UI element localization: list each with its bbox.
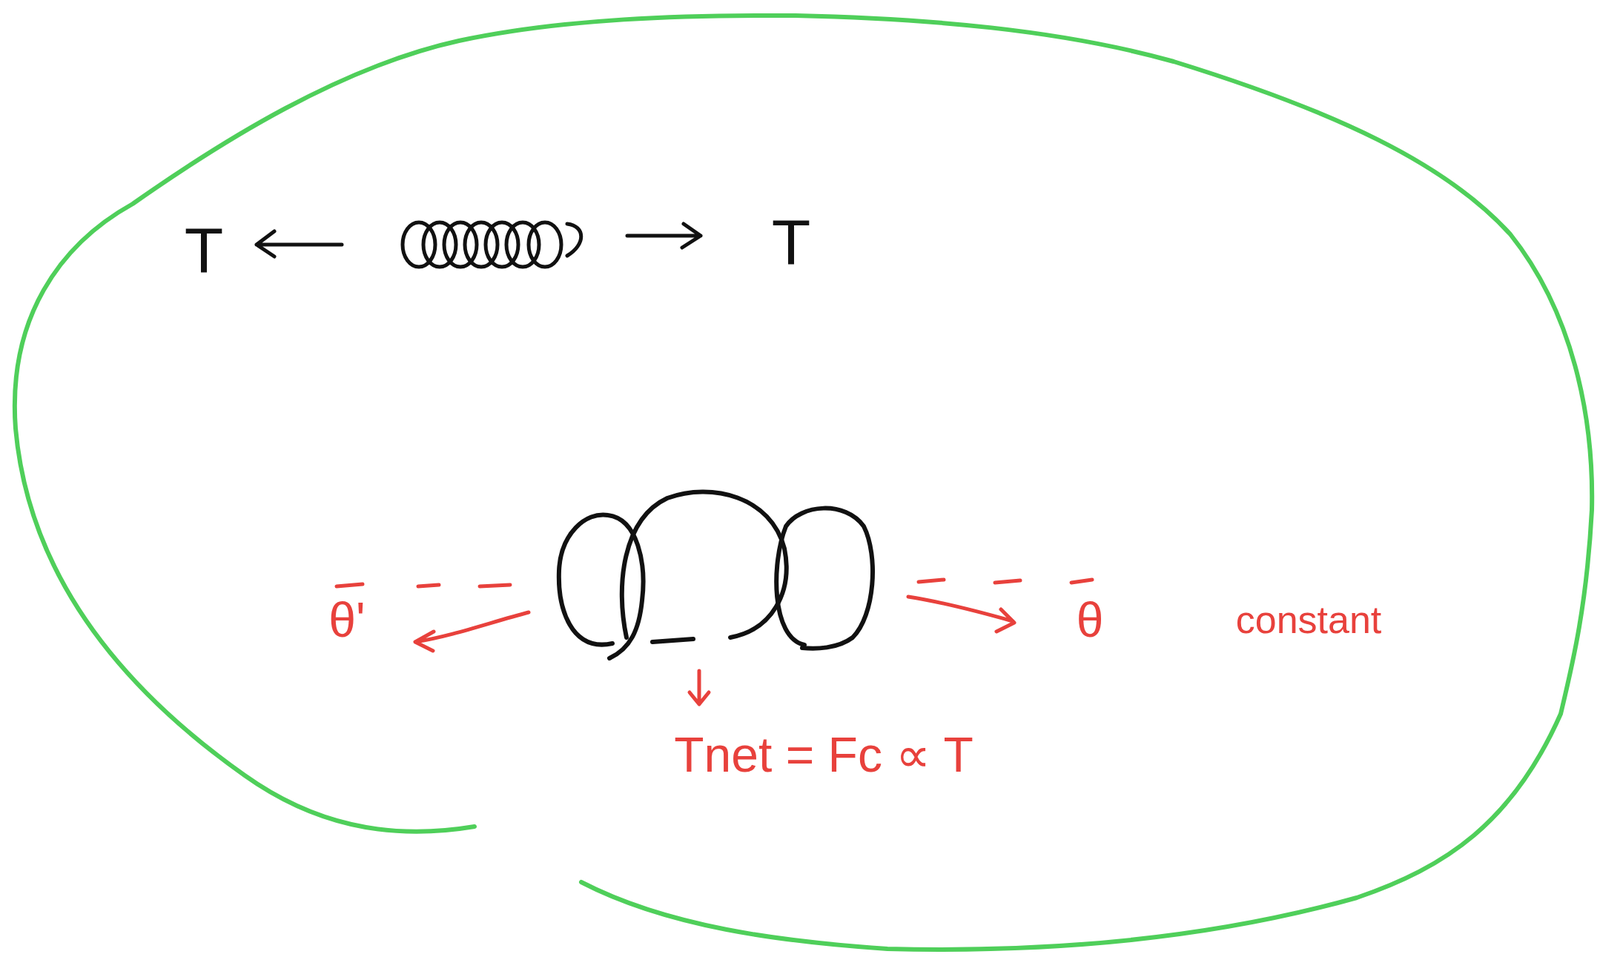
- left-arrow: [256, 231, 342, 257]
- note-text: constant: [1235, 600, 1383, 640]
- tension-label: T: [184, 217, 224, 282]
- right-arrow: [627, 223, 701, 248]
- electron-arrow-left: [415, 612, 529, 651]
- tension-label: T: [771, 209, 812, 274]
- angle-label: θ': [328, 595, 365, 645]
- equation-text: Tnet = Fc ∝ T: [673, 730, 973, 780]
- large-loops: [559, 491, 873, 659]
- motion-dashes-right: [918, 579, 1093, 583]
- green-outline: [14, 15, 1592, 950]
- electron-arrow-right: [908, 596, 1015, 632]
- motion-dashes-left: [336, 584, 511, 587]
- coil: [402, 222, 582, 267]
- angle-label: θ: [1076, 595, 1104, 645]
- down-arrow: [689, 670, 709, 705]
